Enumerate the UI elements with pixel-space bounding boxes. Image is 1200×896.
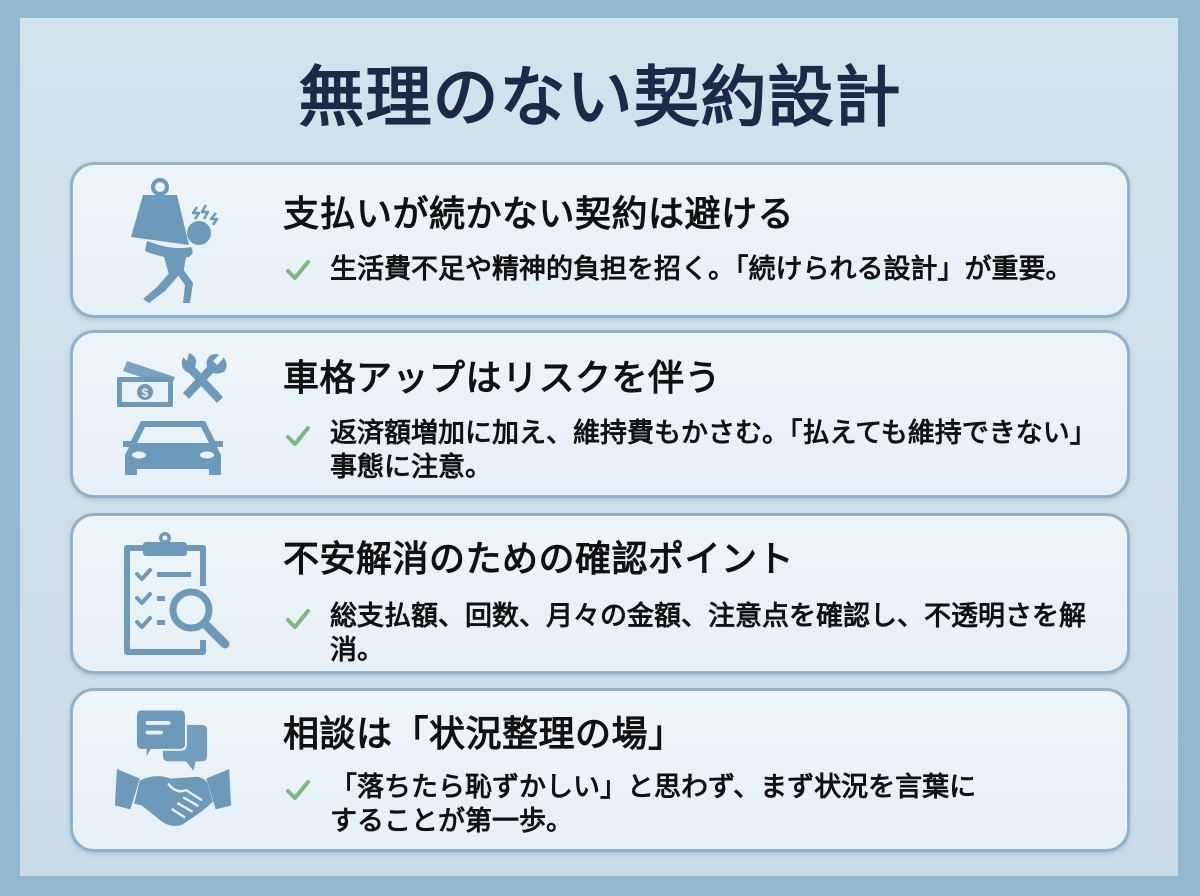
svg-text:$: $ [142, 386, 149, 400]
card-body-text: 総支払額、回数、月々の金額、注意点を確認し、不透明さを解消。 [330, 601, 1086, 666]
clipboard-magnifier-icon [113, 530, 233, 658]
money-tools-car-icon: $ [113, 347, 233, 481]
card-avoid-unsustainable-contract: 支払いが続かない契約は避ける 生活費不足や精神的負担を招く。「続けられる設計」が… [70, 162, 1130, 318]
burden-weight-person-icon [113, 175, 233, 305]
card-body-text: 返済額増加に加え、維持費もかさむ。「払えても維持できない」事態に注意。 [330, 418, 1097, 483]
card-heading: 不安解消のための確認ポイント [283, 539, 795, 580]
card-body-text: 「落ちたら恥ずかしい」と思わず、まず状況を言葉にすることが第一歩。 [330, 772, 977, 837]
card-consultation: 相談は「状況整理の場」 「落ちたら恥ずかしい」と思わず、まず状況を言葉にすること… [70, 688, 1130, 852]
card-heading: 支払いが続かない契約は避ける [283, 194, 795, 235]
chat-handshake-icon [113, 703, 233, 837]
card-body-text: 生活費不足や精神的負担を招く。「続けられる設計」が重要。 [330, 254, 1073, 285]
card-car-upgrade-risk: $ 車格アップはリスクを伴う 返済額増加に加え、維持費もかさむ。「払えても維持で… [70, 330, 1130, 498]
card-heading: 相談は「状況整理の場」 [283, 714, 685, 755]
card-heading: 車格アップはリスクを伴う [283, 358, 722, 399]
checkmark-icon [286, 780, 310, 800]
checkmark-icon [286, 426, 310, 446]
page-title: 無理のない契約設計 [298, 59, 902, 136]
card-confirmation-points: 不安解消のための確認ポイント 総支払額、回数、月々の金額、注意点を確認し、不透明… [70, 513, 1130, 674]
checkmark-icon [286, 260, 310, 280]
checkmark-icon [286, 609, 310, 629]
